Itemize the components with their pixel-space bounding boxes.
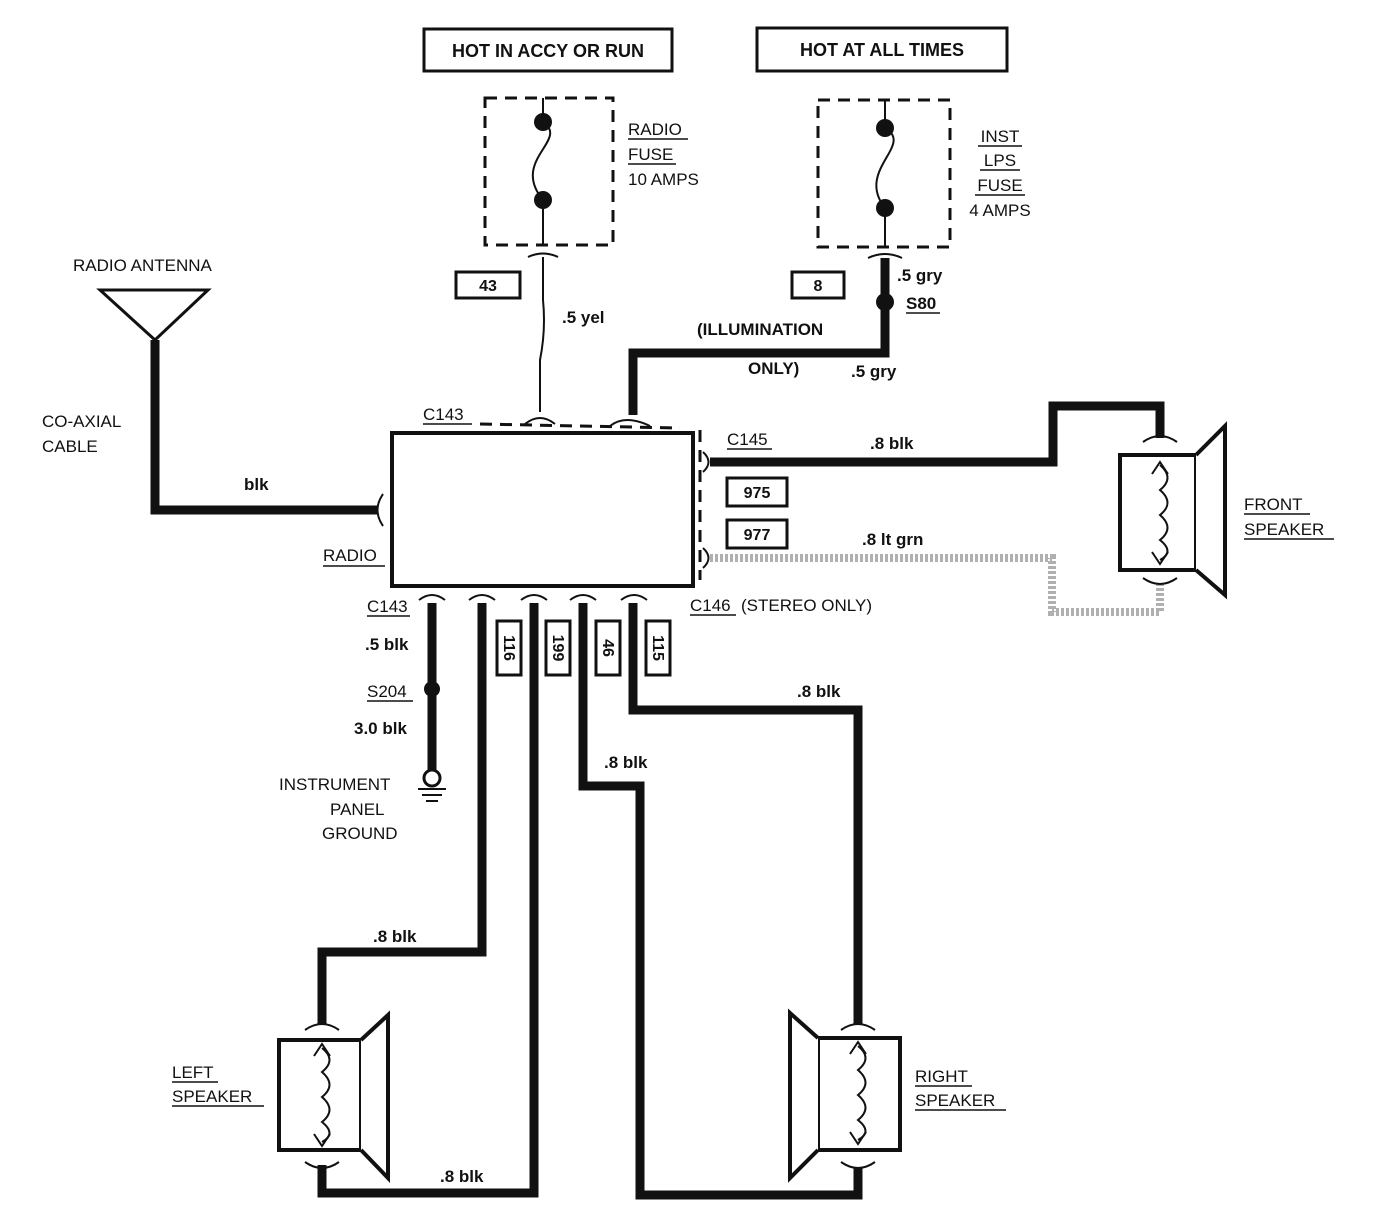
wire-label-gry-top: .5 gry xyxy=(897,266,943,285)
circuit-115: 115 xyxy=(644,619,672,677)
front-speaker-label-2: SPEAKER xyxy=(1244,520,1324,539)
radio-fuse: RADIO FUSE 10 AMPS xyxy=(483,96,699,247)
radio-fuse-label-1: RADIO xyxy=(628,120,682,139)
illumination-label-1: (ILLUMINATION xyxy=(697,320,823,339)
wire-label-front-blk: .8 blk xyxy=(870,434,914,453)
wire-label-ground-blk3: 3.0 blk xyxy=(354,719,407,738)
circuit-8-text: 8 xyxy=(814,278,823,295)
connector-c145: C145 xyxy=(727,430,768,449)
circuit-116-text: 116 xyxy=(500,635,517,661)
coax-label-1: CO-AXIAL xyxy=(42,412,121,431)
circuit-46: 46 xyxy=(594,619,622,677)
splice-s80-dot xyxy=(876,293,894,311)
header-accy-run-text: HOT IN ACCY OR RUN xyxy=(452,41,644,61)
splice-s204-dot xyxy=(424,681,440,697)
radio-fuse-label-3: 10 AMPS xyxy=(628,170,699,189)
wire-label-yel: .5 yel xyxy=(562,308,605,327)
connector-c146: C146 xyxy=(690,596,731,615)
circuit-115-text: 115 xyxy=(649,635,666,661)
radio-antenna: RADIO ANTENNA xyxy=(73,256,213,343)
radio-fuse-label-2: FUSE xyxy=(628,145,673,164)
ground-label-2: PANEL xyxy=(330,800,385,819)
wire-label-antenna-blk: blk xyxy=(244,475,269,494)
circuit-975-text: 975 xyxy=(744,485,771,502)
circuit-977: 977 xyxy=(725,518,789,550)
inst-lps-fuse: INST LPS FUSE 4 AMPS xyxy=(816,98,1031,249)
connector-c146-note: (STEREO ONLY) xyxy=(741,596,872,615)
circuit-43: 43 xyxy=(454,270,522,300)
header-accy-run: HOT IN ACCY OR RUN xyxy=(422,27,674,73)
wire-label-right-blk: .8 blk xyxy=(797,682,841,701)
left-speaker-label-1: LEFT xyxy=(172,1063,214,1082)
right-speaker-label-1: RIGHT xyxy=(915,1067,968,1086)
splice-s204-label: S204 xyxy=(367,682,407,701)
right-speaker-label-2: SPEAKER xyxy=(915,1091,995,1110)
wire-label-front-grn: .8 lt grn xyxy=(862,530,923,549)
circuit-199: 199 xyxy=(544,619,572,677)
circuit-199-text: 199 xyxy=(549,635,566,662)
ground-label-1: INSTRUMENT xyxy=(279,775,390,794)
inst-fuse-label-1: INST xyxy=(981,127,1020,146)
inst-fuse-label-2: LPS xyxy=(984,151,1016,170)
wire-label-ground-blk: .5 blk xyxy=(365,635,409,654)
front-speaker-label-1: FRONT xyxy=(1244,495,1303,514)
ground-label-3: GROUND xyxy=(322,824,398,843)
circuit-116: 116 xyxy=(495,619,523,677)
front-speaker: FRONT SPEAKER xyxy=(1118,421,1334,600)
connector-c143-top: C143 xyxy=(423,405,464,424)
connector-c143-bottom: C143 xyxy=(367,597,408,616)
wire-label-bottom-blk: .8 blk xyxy=(440,1167,484,1186)
header-all-times: HOT AT ALL TIMES xyxy=(755,26,1009,73)
coax-label-2: CABLE xyxy=(42,437,98,456)
radio-unit xyxy=(390,431,695,588)
circuit-977-text: 977 xyxy=(744,527,771,544)
left-speaker: LEFT SPEAKER xyxy=(172,1010,390,1183)
circuit-975: 975 xyxy=(725,476,789,508)
radio-label: RADIO xyxy=(323,546,377,565)
wire-label-gry-bottom: .5 gry xyxy=(851,362,897,381)
wire-label-mid-blk: .8 blk xyxy=(604,753,648,772)
header-all-times-text: HOT AT ALL TIMES xyxy=(800,40,964,60)
antenna-label: RADIO ANTENNA xyxy=(73,256,213,275)
inst-fuse-label-3: FUSE xyxy=(977,176,1022,195)
wire-label-left-blk: .8 blk xyxy=(373,927,417,946)
circuit-46-text: 46 xyxy=(599,639,616,657)
inst-fuse-label-4: 4 AMPS xyxy=(969,201,1030,220)
right-speaker: RIGHT SPEAKER xyxy=(788,1008,1006,1183)
circuit-43-text: 43 xyxy=(479,278,497,295)
left-speaker-label-2: SPEAKER xyxy=(172,1087,252,1106)
illumination-label-2: ONLY) xyxy=(748,359,799,378)
splice-s80-label: S80 xyxy=(906,294,936,313)
circuit-8: 8 xyxy=(790,270,846,300)
